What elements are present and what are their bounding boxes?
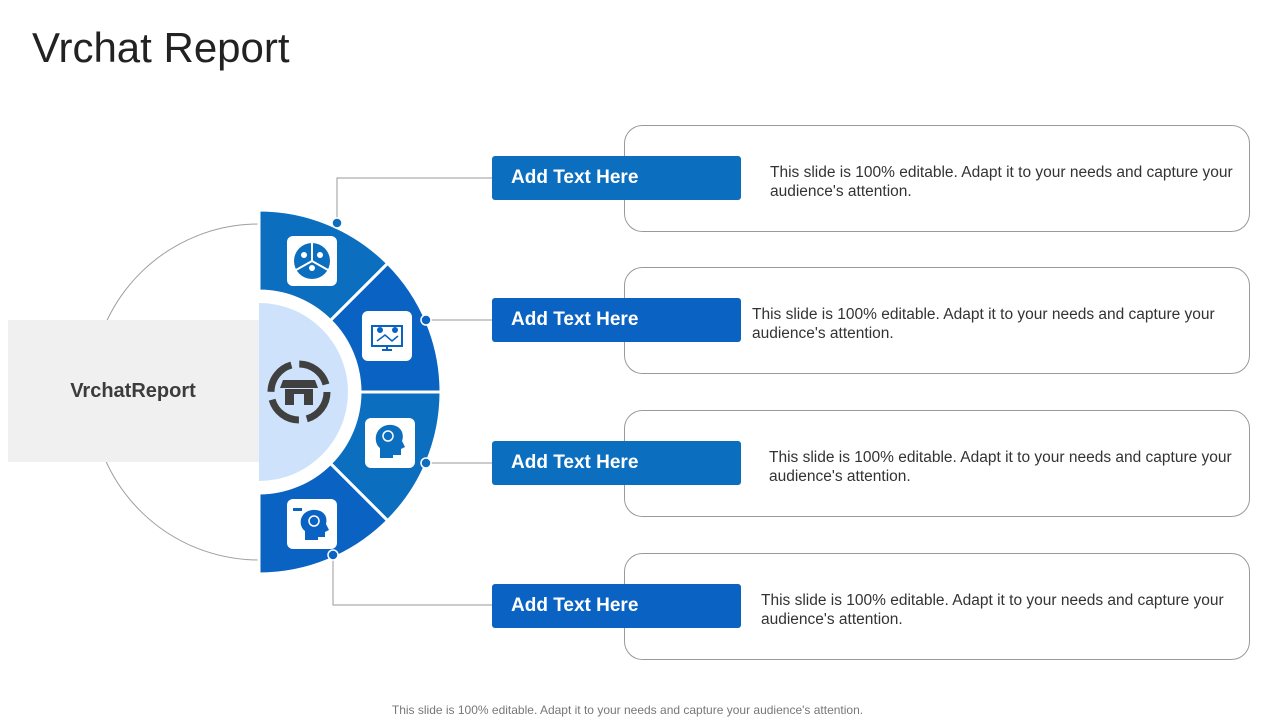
monitor-network-icon	[371, 325, 403, 351]
connector-4	[332, 555, 492, 606]
connector-dot-4	[327, 549, 339, 561]
connector-dot-2	[420, 314, 432, 326]
item-2-label: Add Text Here	[492, 298, 741, 342]
store-icon	[267, 360, 331, 424]
item-4-description: This slide is 100% editable. Adapt it to…	[761, 592, 1224, 628]
footer-note: This slide is 100% editable. Adapt it to…	[391, 703, 864, 717]
center-label-line2: Report	[131, 379, 196, 402]
page-title: Vrchat Report	[32, 24, 290, 71]
connector-dot-1	[331, 217, 343, 229]
item-2-description: This slide is 100% editable. Adapt it to…	[752, 306, 1215, 342]
center-label-band	[8, 320, 259, 462]
item-4-label: Add Text Here	[492, 584, 741, 628]
item-1-label: Add Text Here	[492, 156, 741, 200]
center-label-line1: Vrchat	[70, 379, 132, 402]
item-3-description: This slide is 100% editable. Adapt it to…	[769, 449, 1232, 485]
head-brain-icon	[375, 424, 405, 458]
item-1-description: This slide is 100% editable. Adapt it to…	[770, 164, 1233, 200]
team-network-icon	[294, 243, 330, 279]
connector-dot-3	[420, 457, 432, 469]
head-idea-icon	[293, 508, 329, 540]
item-3-label: Add Text Here	[492, 441, 741, 485]
connector-1	[336, 177, 492, 223]
